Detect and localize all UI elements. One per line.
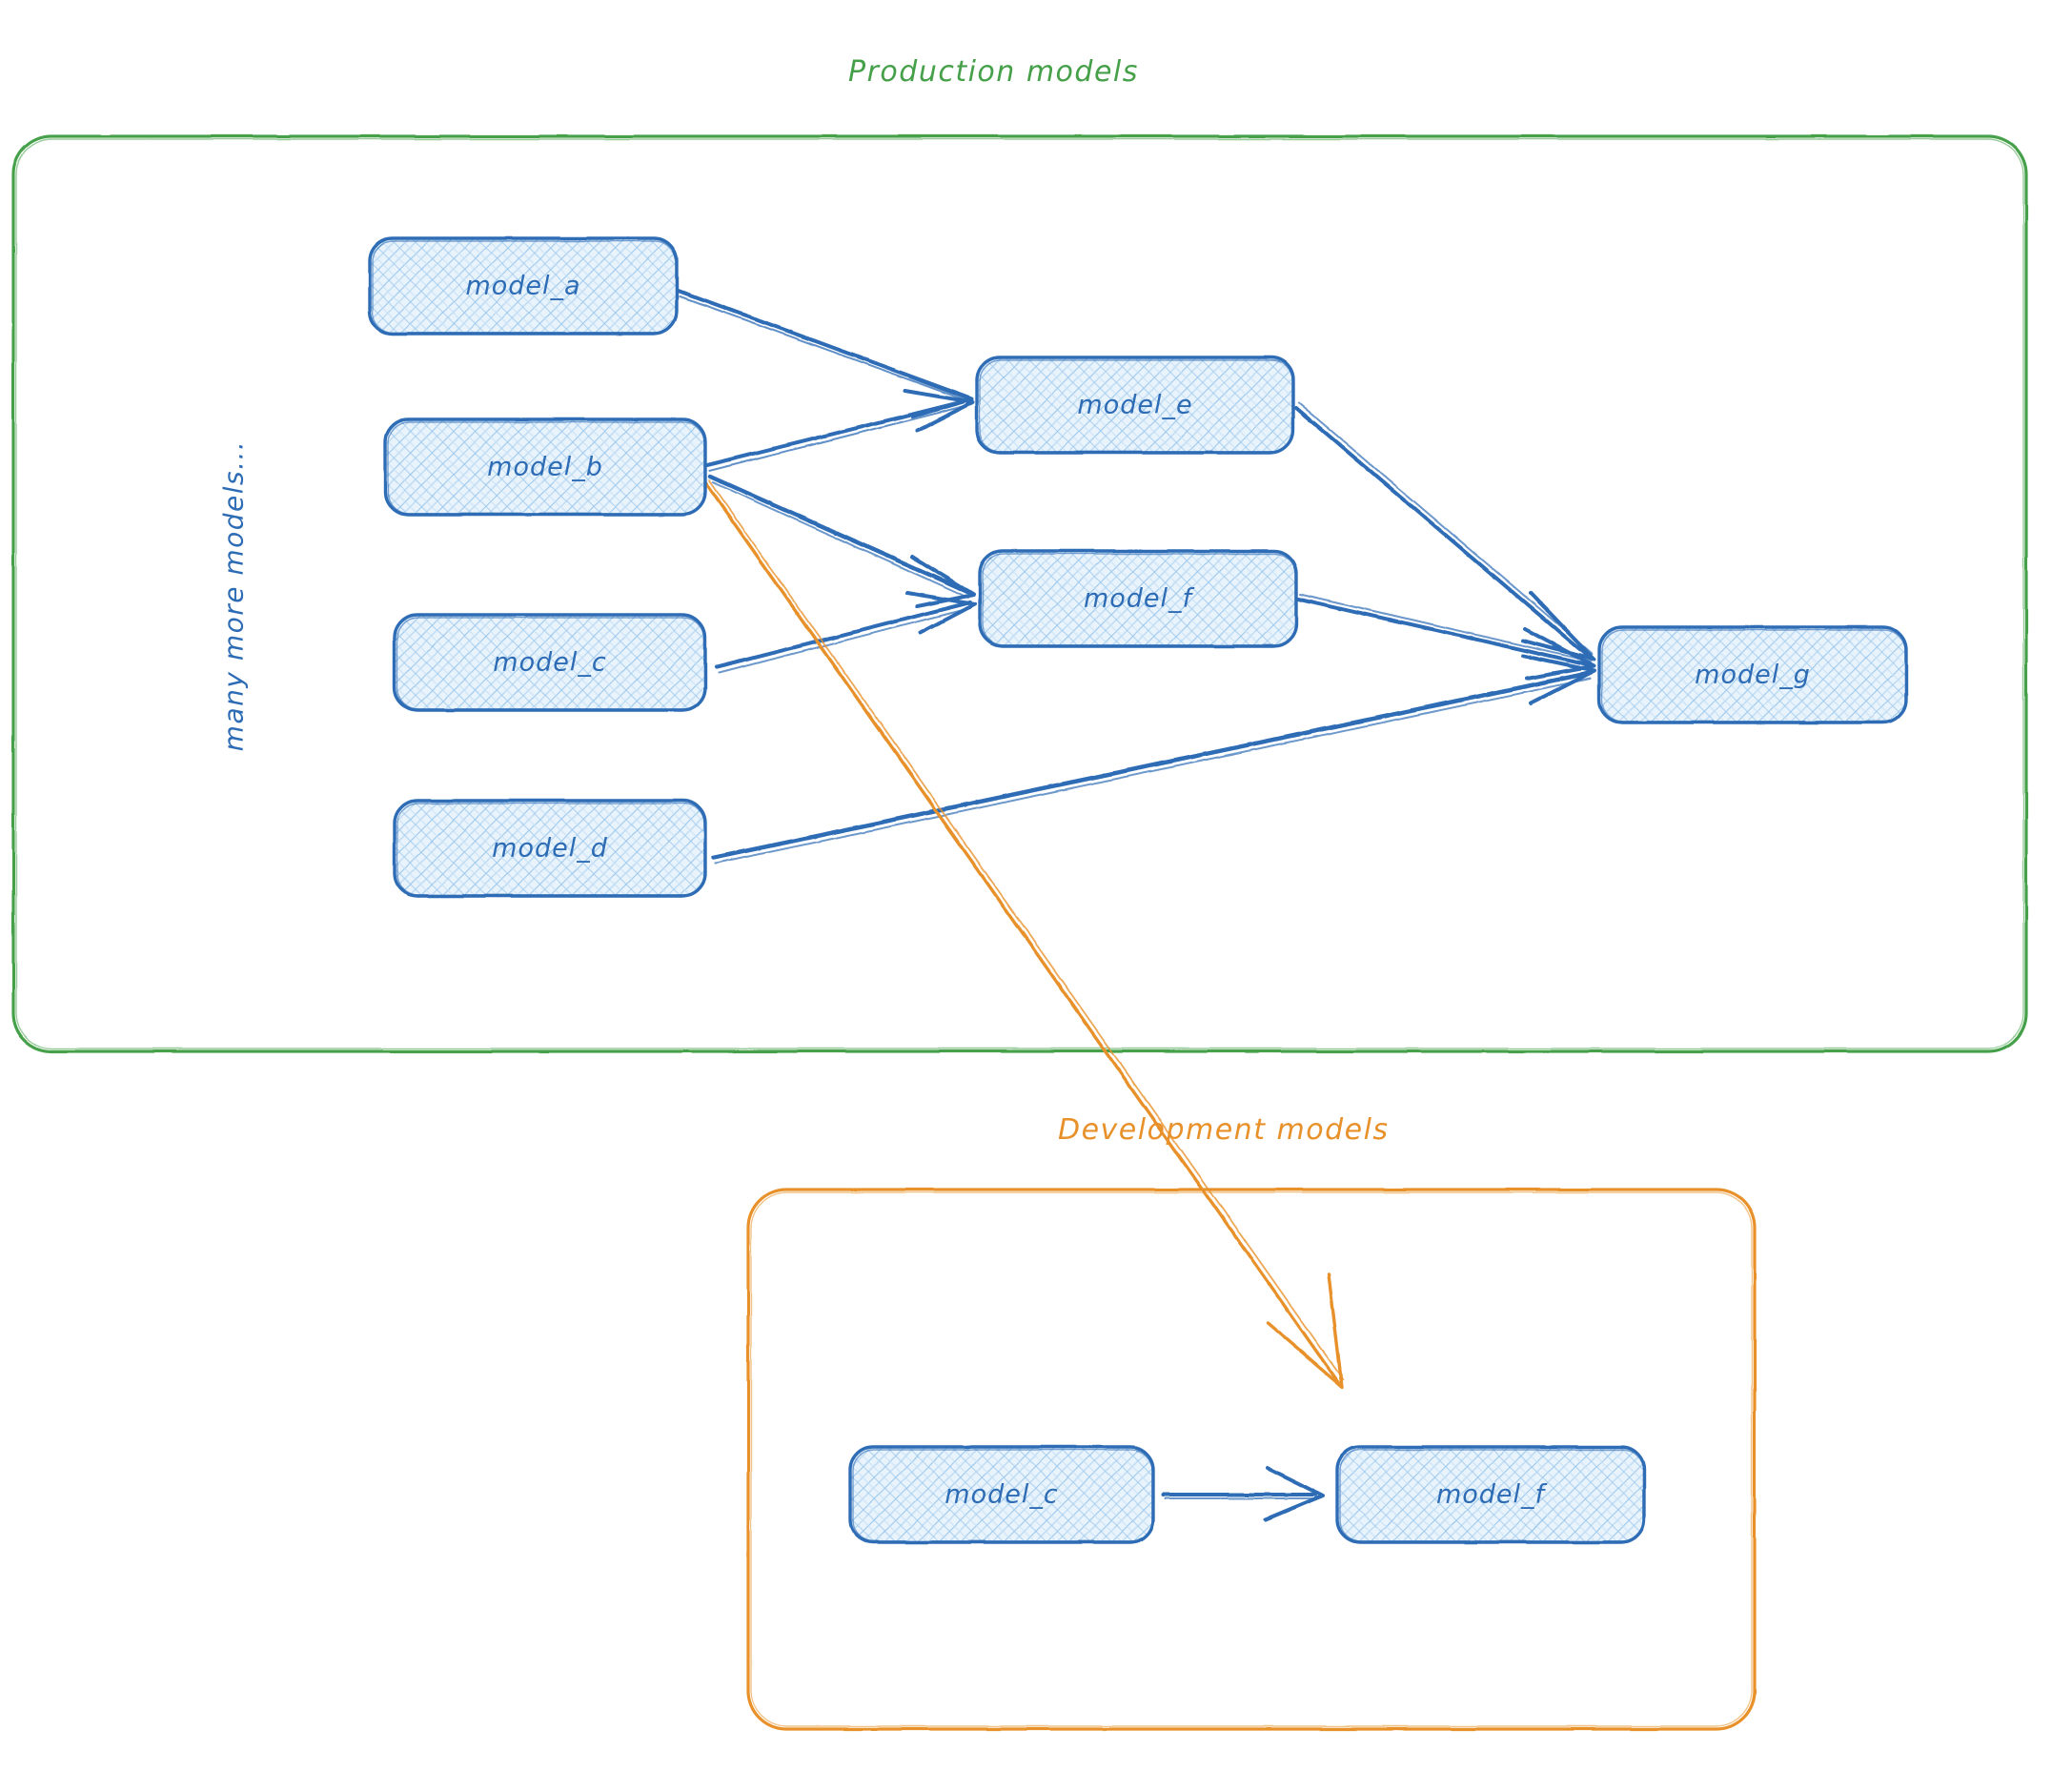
node-layer <box>368 236 1908 1544</box>
development-group-border-sketch <box>750 1191 1753 1727</box>
edge-d-to-g <box>710 654 1596 865</box>
edge-b-to-e <box>705 389 975 472</box>
edge-layer <box>677 289 1596 1521</box>
edge-c-to-f <box>715 591 977 674</box>
node-prod-model-g[interactable] <box>1597 625 1908 724</box>
production-group-title: Production models <box>848 55 1139 89</box>
many-more-models-note: many more models... <box>217 439 250 752</box>
edge-f-to-g <box>1296 593 1596 681</box>
edge-b-to-f <box>707 474 976 608</box>
group-container-production <box>11 134 2028 1053</box>
edge-e-to-g <box>1294 402 1596 662</box>
node-dev-model-f[interactable] <box>1335 1445 1646 1544</box>
node-prod-model-c[interactable] <box>393 613 707 712</box>
edge-prodb-to-devf <box>703 479 1344 1389</box>
production-group-border <box>11 134 2028 1053</box>
development-group-border <box>746 1188 1757 1731</box>
node-prod-model-d[interactable] <box>393 799 707 898</box>
group-container-development <box>746 1188 1757 1731</box>
edge-a-to-e <box>677 289 974 418</box>
node-prod-model-f[interactable] <box>978 549 1298 648</box>
node-prod-model-b[interactable] <box>383 417 707 517</box>
node-dev-model-c[interactable] <box>848 1445 1155 1544</box>
development-group-title: Development models <box>1058 1113 1390 1147</box>
edge-devc-to-devf <box>1161 1466 1325 1521</box>
node-prod-model-e[interactable] <box>975 356 1295 455</box>
node-prod-model-a[interactable] <box>368 236 679 336</box>
production-group-border-sketch <box>15 138 2024 1049</box>
